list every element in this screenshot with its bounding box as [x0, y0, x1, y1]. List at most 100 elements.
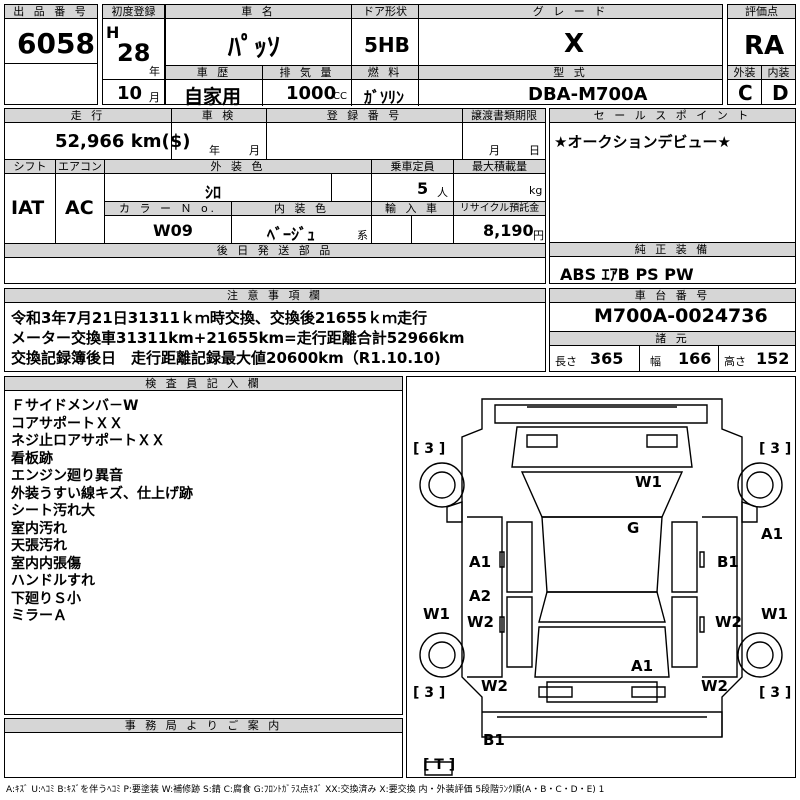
- damage-mark: A1: [631, 657, 654, 675]
- chassis-box: 車 台 番 号 M700A-0024736 諸 元 長さ 365 幅 166 高…: [549, 288, 796, 372]
- height-value: 152: [756, 349, 790, 368]
- inspector-line: ミラーＡ: [11, 608, 67, 624]
- tire-mark-spare: [ T ]: [423, 757, 456, 773]
- sales-point-label: セ ー ル ス ポ イ ン ト: [550, 109, 795, 123]
- inspector-line: 室内汚れ: [11, 520, 67, 537]
- year-unit: 年: [149, 65, 160, 78]
- grade-label: グ レ ー ド: [419, 5, 722, 19]
- load-unit: kg: [529, 184, 543, 197]
- damage-mark: W1: [423, 605, 450, 623]
- score-box: 評価点 RA 外装 内装 C D: [727, 4, 796, 105]
- inspection-label: 車 検: [172, 109, 266, 123]
- fuel-value: ｶﾞｿﾘﾝ: [364, 88, 405, 107]
- height-label: 高さ: [724, 355, 746, 368]
- lot-box: 出 品 番 号 6058: [4, 4, 98, 105]
- displacement-unit: CC: [333, 91, 347, 102]
- exterior-label: 外装: [728, 66, 761, 80]
- capacity-value: 5: [417, 179, 429, 198]
- damage-mark: W1: [635, 473, 662, 491]
- first-reg-box: 初度登録 H 28 年 10 月: [102, 4, 165, 105]
- load-label: 最大積載量: [454, 160, 545, 174]
- shift-label: シフト: [5, 160, 55, 174]
- damage-mark: W2: [467, 613, 494, 631]
- recycle-value: 8,190: [483, 221, 534, 240]
- width-value: 166: [678, 349, 712, 368]
- office-box: 事 務 局 よ り ご 案 内: [4, 718, 403, 778]
- shift-value: IAT: [11, 197, 45, 219]
- mileage-label: 走 行: [5, 109, 171, 123]
- ext-color-value: ｼﾛ: [205, 183, 222, 202]
- damage-mark: W2: [701, 677, 728, 695]
- interior-label: 内装: [762, 66, 795, 80]
- lot-label: 出 品 番 号: [5, 5, 97, 19]
- exterior-value: C: [738, 81, 753, 105]
- tire-mark-front-right: [ 3 ]: [759, 441, 792, 457]
- year-value: 28: [117, 39, 151, 67]
- office-label: 事 務 局 よ り ご 案 内: [5, 719, 402, 733]
- model-label: 型 式: [419, 66, 722, 80]
- length-label: 長さ: [555, 355, 577, 368]
- fuel-label: 燃 料: [352, 66, 418, 80]
- transfer-month: 月: [489, 144, 500, 157]
- int-color-value: ﾍﾞｰｼﾞｭ: [267, 225, 316, 244]
- inspector-line: ハンドルすれ: [11, 573, 95, 589]
- transfer-label: 譲渡書類期限: [463, 109, 545, 123]
- notes-line-2: メーター交換車31311km+21655km=走行距離合計52966km: [11, 329, 465, 347]
- inspector-line: 外装うすい線キズ、仕上げ跡: [11, 485, 193, 502]
- displacement-label: 排 気 量: [263, 66, 351, 80]
- inspection-month: 月: [249, 144, 260, 157]
- recycle-label: リサイクル預託金: [454, 202, 545, 216]
- reg-no-label: 登 録 番 号: [267, 109, 462, 123]
- history-value: 自家用: [184, 86, 242, 108]
- car-diagram: [419, 398, 783, 776]
- inspector-line: 天張汚れ: [11, 538, 67, 554]
- inspector-line: エンジン廻り異音: [11, 468, 123, 484]
- displacement-value: 1000: [286, 83, 337, 104]
- length-value: 365: [590, 349, 624, 368]
- later-parts-label: 後 日 発 送 部 品: [5, 244, 545, 258]
- chassis-label: 車 台 番 号: [550, 289, 795, 303]
- door-value: 5HB: [364, 33, 410, 57]
- first-reg-label: 初度登録: [103, 5, 164, 19]
- sales-point-value: ★オークションデビュー★: [554, 133, 731, 151]
- month-value: 10: [117, 83, 143, 104]
- door-label: ドア形状: [352, 5, 418, 19]
- color-no-value: W09: [153, 221, 193, 240]
- month-unit: 月: [149, 91, 160, 104]
- transfer-day: 日: [529, 144, 540, 157]
- damage-mark: W1: [761, 605, 788, 623]
- recycle-unit: 円: [533, 229, 544, 242]
- inspector-line: 室内内張傷: [11, 555, 81, 572]
- damage-mark: W2: [481, 677, 508, 695]
- int-color-label: 内 装 色: [232, 202, 371, 216]
- lot-value: 6058: [17, 27, 95, 60]
- dims-label: 諸 元: [550, 332, 795, 346]
- score-value: RA: [744, 31, 785, 61]
- int-color-suffix: 系: [357, 229, 368, 242]
- inspector-line: 下廻りＳ小: [11, 590, 81, 607]
- damage-mark: A1: [761, 525, 784, 543]
- ac-label: エアコン: [56, 160, 104, 174]
- import-label: 輸 入 車: [372, 202, 453, 216]
- model-value: DBA-M700A: [528, 84, 648, 105]
- spec-box: 走 行 車 検 登 録 番 号 譲渡書類期限 52,966 km($) 年 月 …: [4, 108, 546, 284]
- equipment-value: ABS ｴｱB PS PW: [560, 265, 694, 284]
- mileage-value: 52,966 km($): [55, 131, 191, 152]
- inspector-line: 看板跡: [11, 450, 53, 467]
- damage-mark: B1: [483, 731, 505, 749]
- history-label: 車 歴: [166, 66, 262, 80]
- inspector-line: シート汚れ大: [11, 503, 95, 519]
- legend-text: A:ｷｽﾞ U:ﾍｺﾐ B:ｷｽﾞを伴うﾍｺﾐ P:要塗装 W:補修跡 S:錆 …: [6, 785, 605, 795]
- inspector-line: Ｆサイドメンバ－W: [11, 398, 139, 414]
- car-name-label: 車 名: [166, 5, 351, 19]
- interior-value: D: [772, 81, 789, 105]
- color-no-label: カ ラ ー Ｎ o.: [105, 202, 231, 216]
- grade-value: X: [564, 29, 585, 59]
- ext-color-label: 外 装 色: [105, 160, 371, 174]
- notes-box: 注 意 事 項 欄 令和3年7月21日31311ｋｍ時交換、交換後21655ｋｍ…: [4, 288, 546, 372]
- damage-mark: A2: [469, 587, 492, 605]
- damage-mark: G: [627, 519, 640, 537]
- inspector-label: 検 査 員 記 入 欄: [5, 377, 402, 391]
- score-label: 評価点: [728, 5, 795, 19]
